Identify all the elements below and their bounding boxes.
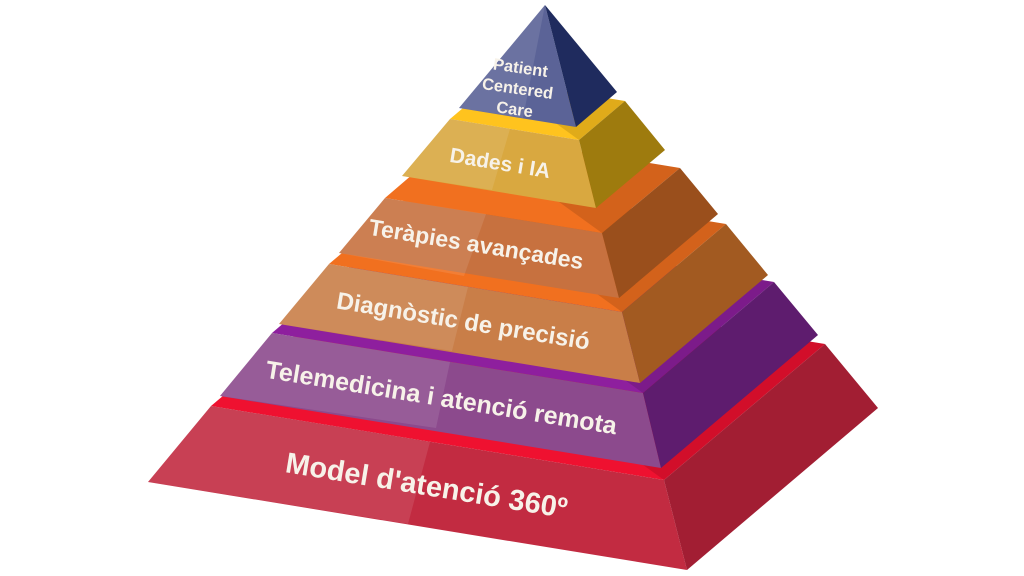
layer-dades-ia-front-face bbox=[402, 119, 596, 208]
layer-diagnostic-precisio-front-sheen bbox=[279, 264, 468, 351]
layer-patient-centered-care-label: Patient Centered Care bbox=[481, 56, 554, 122]
layer-terapies-avancades-right-face bbox=[602, 168, 718, 298]
layer-telemedicina-right-face bbox=[643, 282, 818, 468]
layer-patient-centered-care-front-sheen bbox=[459, 5, 545, 118]
layer-dades-ia-right-face bbox=[579, 101, 665, 208]
layer-terapies-avancades-front-sheen bbox=[339, 198, 486, 276]
layer-terapies-avancades-front-face bbox=[339, 198, 619, 298]
layer-patient-centered-care-front-face bbox=[459, 5, 576, 127]
layer-model-atencio-360-front-face bbox=[148, 406, 687, 570]
layer-telemedicina-front-sheen bbox=[220, 333, 450, 428]
layer-diagnostic-precisio-right-face bbox=[622, 224, 768, 383]
layer-patient-centered-care bbox=[459, 5, 617, 127]
layer-patient-centered-care-right-face bbox=[545, 5, 617, 127]
layer-model-atencio-360-right-face bbox=[664, 344, 878, 570]
layer-model-atencio-360-front-sheen bbox=[148, 406, 430, 524]
layer-dades-ia-front-sheen bbox=[402, 119, 510, 190]
patient-centered-care-label-line-3: Care bbox=[495, 98, 534, 121]
layer-diagnostic-precisio-front-face bbox=[279, 264, 640, 383]
layer-terapies-avancades bbox=[339, 132, 718, 298]
layer-telemedicina-front-face bbox=[220, 333, 661, 468]
